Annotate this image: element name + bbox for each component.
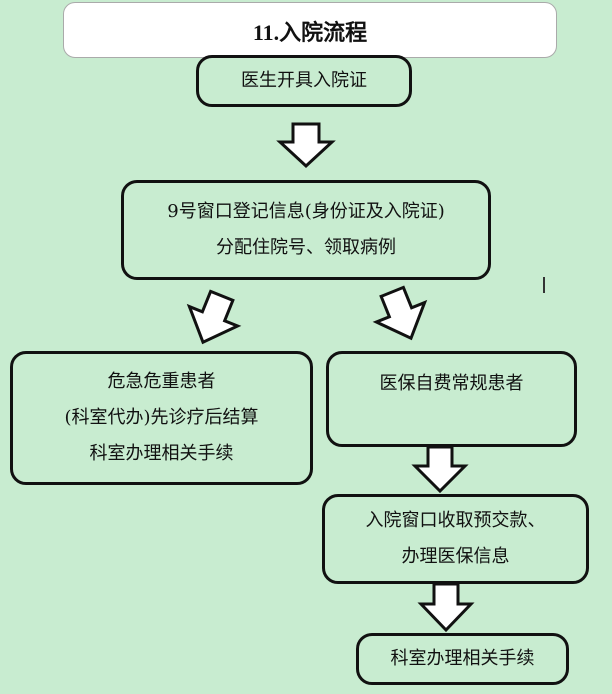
step-department-procedures: 科室办理相关手续 [356,633,569,685]
step-insurance-label: 医保自费常规患者 [379,373,524,394]
step-register-line2: 分配住院号、领取病例 [216,237,396,258]
step-doctor-certificate: 医生开具入院证 [196,55,412,107]
arrow-down-icon [276,122,336,169]
stray-mark [543,277,545,293]
arrow-down-left-icon [186,289,242,345]
step-insurance-patients: 医保自费常规患者 [326,351,577,447]
step-window-registration: 9号窗口登记信息(身份证及入院证) 分配住院号、领取病例 [121,180,491,280]
title-text: 11.入院流程 [252,20,368,45]
step-deposit-line1: 入院窗口收取预交款、 [365,510,546,531]
flowchart-title: 11.入院流程 [63,2,557,58]
step-deposit-window: 入院窗口收取预交款、 办理医保信息 [322,494,589,584]
arrow-down-icon [417,582,475,633]
arrow-down-right-icon [372,285,428,341]
step-emergency-line1: 危急危重患者 [107,371,216,392]
arrow-down-icon [411,445,469,494]
step-deposit-line2: 办理医保信息 [401,546,510,567]
step-dept-label: 科室办理相关手续 [390,648,535,669]
step-emergency-line3: 科室办理相关手续 [89,443,234,464]
step-doctor-label: 医生开具入院证 [241,70,367,91]
step-emergency-line2: (科室代办)先诊疗后结算 [64,407,259,428]
step-emergency-patients: 危急危重患者 (科室代办)先诊疗后结算 科室办理相关手续 [10,351,313,485]
step-register-line1: 9号窗口登记信息(身份证及入院证) [167,201,445,222]
